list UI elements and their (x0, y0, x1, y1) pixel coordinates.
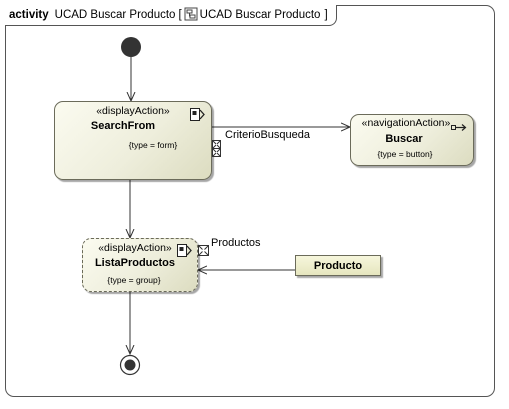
input-pin-productos[interactable] (198, 245, 209, 256)
action-name: ListaProductos (94, 257, 176, 269)
frame-title-tab: activity UCAD Buscar Producto [ UCAD Bus… (5, 5, 337, 26)
tagged-value: {type = group} (107, 275, 161, 285)
object-node-producto[interactable]: Producto (295, 255, 381, 276)
frame-ref-name: UCAD Buscar Producto (199, 9, 321, 21)
initial-node (121, 37, 141, 57)
action-buscar[interactable]: «navigationAction» Buscar {type = button… (350, 114, 474, 166)
pin-label-criterio: CriterioBusqueda (225, 129, 310, 141)
stereotype-label: «displayAction» (96, 105, 170, 117)
final-node-inner (124, 359, 136, 371)
frame-bracket-open: [ (178, 9, 182, 21)
frame-keyword: activity (9, 9, 49, 21)
navigation-arrow-icon (451, 120, 467, 138)
pin-label-productos: Productos (211, 237, 261, 249)
action-name: SearchFrom (90, 120, 156, 132)
output-pin-criterio-2[interactable] (212, 148, 221, 157)
tagged-value: {type = form} (128, 140, 178, 150)
action-searchfrom[interactable]: «displayAction» SearchFrom {type = form} (54, 101, 212, 180)
activity-reference-icon (184, 7, 198, 24)
tagged-value: {type = button} (377, 149, 433, 159)
action-listaproductos[interactable]: «displayAction» ListaProductos {type = g… (82, 238, 198, 292)
display-action-icon (177, 244, 192, 262)
stereotype-label: «navigationAction» (361, 117, 451, 129)
stereotype-label: «displayAction» (98, 242, 172, 254)
action-name: Buscar (385, 133, 423, 145)
activity-frame (5, 5, 495, 397)
display-action-icon (190, 108, 205, 126)
frame-name: UCAD Buscar Producto (54, 9, 176, 21)
frame-bracket-close: ] (324, 9, 328, 21)
